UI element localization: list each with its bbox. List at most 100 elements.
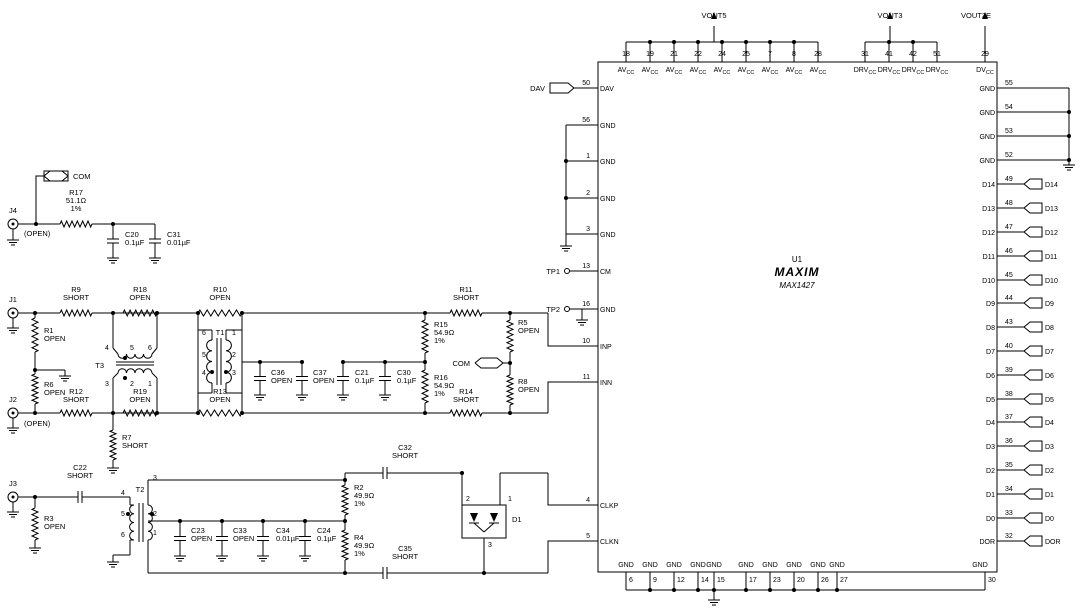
left-pin-number: 16 [582, 301, 590, 308]
t3-pin-num: 2 [130, 381, 134, 388]
ground-symbol [7, 239, 19, 246]
left-pin-name: INP [600, 344, 612, 351]
junction-dot [835, 588, 839, 592]
junction-dot [224, 370, 228, 374]
t2-primary-coil [129, 504, 135, 541]
r16-resistor [420, 369, 430, 404]
c22-capacitor [68, 491, 92, 503]
junction-dot [744, 40, 748, 44]
bottom-pin-name: GND [786, 562, 802, 569]
t1-pin-num: 5 [202, 352, 206, 359]
left-pin-number: 56 [582, 117, 590, 124]
right-pin-name: GND [979, 86, 995, 93]
t2-pin-num: 3 [153, 475, 157, 482]
data-out-flag [1023, 178, 1043, 190]
junction-dot [792, 588, 796, 592]
supply-arrow-icon [711, 12, 717, 19]
top-pin-name: AVCC [810, 67, 827, 76]
right-pin-name: D0 [986, 516, 995, 523]
d1-pin-num: 3 [488, 542, 492, 549]
right-pin-number: 54 [1005, 104, 1013, 111]
top-pin-name: DRVCC [926, 67, 949, 76]
ref-r5: R5 [518, 318, 528, 327]
value-r17: 1% [71, 204, 82, 213]
wire [112, 372, 119, 379]
top-pin-name: DRVCC [902, 67, 925, 76]
top-pin-number: 29 [981, 51, 989, 58]
junction-dot [744, 588, 748, 592]
ref-c31: C31 [167, 230, 181, 239]
junction-dot [564, 196, 568, 200]
right-pin-number: 36 [1005, 438, 1013, 445]
c34-capacitor [257, 521, 269, 556]
right-pin-name: GND [979, 134, 995, 141]
data-net-label: D9 [1045, 301, 1054, 308]
value-c32: SHORT [392, 451, 419, 460]
data-net-label: D0 [1045, 516, 1054, 523]
ref-r11: R11 [459, 285, 472, 294]
data-out-flag [1023, 464, 1043, 476]
r7-resistor [108, 429, 118, 461]
r10-resistor [197, 309, 243, 317]
r8-resistor [505, 374, 515, 406]
ref-c20: C20 [125, 230, 139, 239]
ref-r16: R16 [434, 373, 448, 382]
ref-r18: R18 [133, 285, 147, 294]
value-c22: SHORT [67, 471, 94, 480]
top-pin-number: 22 [694, 51, 702, 58]
bottom-pin-name: GND [738, 562, 754, 569]
right-pin-number: 46 [1005, 248, 1013, 255]
data-out-flag [1023, 512, 1043, 524]
wire [483, 522, 495, 533]
junction-dot [672, 588, 676, 592]
right-pin-name: GND [979, 110, 995, 117]
r17-resistor [59, 219, 93, 229]
ref-c36: C36 [271, 368, 285, 377]
bottom-pin-number: 12 [677, 577, 685, 584]
value-r16: 54.9Ω [434, 381, 455, 390]
c36-capacitor [254, 362, 266, 395]
left-pin-number: 1 [586, 153, 590, 160]
u1-ic-body [597, 61, 998, 573]
value-r12: SHORT [63, 395, 90, 404]
ref-c34: C34 [276, 526, 290, 535]
right-pin-number: 40 [1005, 343, 1013, 350]
data-net-label: D8 [1045, 325, 1054, 332]
ground-symbol [216, 555, 228, 562]
r14-resistor [449, 408, 483, 418]
top-pin-name: AVCC [762, 67, 779, 76]
data-net-label: D6 [1045, 373, 1054, 380]
junction-dot [123, 356, 127, 360]
left-pin-name: GND [600, 232, 616, 239]
bottom-pin-number: 14 [701, 577, 709, 584]
data-net-label: DOR [1045, 539, 1061, 546]
bottom-pin-name: GND [972, 562, 988, 569]
data-out-flag [1023, 274, 1043, 286]
data-out-flag [1023, 226, 1043, 238]
right-pin-number: 49 [1005, 176, 1013, 183]
junction-dot [210, 370, 214, 374]
bottom-pin-number: 20 [797, 577, 805, 584]
value-r3: OPEN [44, 522, 65, 531]
j4-connector [7, 218, 19, 230]
u1-ref-label: U1 [792, 255, 803, 264]
data-out-flag [1023, 297, 1043, 309]
top-pin-name: AVCC [714, 67, 731, 76]
data-net-label: D10 [1045, 278, 1058, 285]
vout5-label: VOUT5 [701, 11, 726, 20]
left-pin-number: 2 [586, 190, 590, 197]
ref-r7: R7 [122, 433, 132, 442]
value-c20: 0.1µF [125, 238, 145, 247]
left-pin-name: GND [600, 307, 616, 314]
junction-dot [564, 159, 568, 163]
wire [151, 372, 158, 379]
wire [151, 347, 158, 355]
data-net-label: D13 [1045, 206, 1058, 213]
left-pin-name: GND [600, 159, 616, 166]
left-pin-name: DAV [600, 86, 614, 93]
top-pin-number: 18 [622, 51, 630, 58]
t3-pin-num: 6 [148, 345, 152, 352]
junction-dot [341, 360, 345, 364]
ref-r6: R6 [44, 380, 54, 389]
value-c37: OPEN [313, 376, 334, 385]
